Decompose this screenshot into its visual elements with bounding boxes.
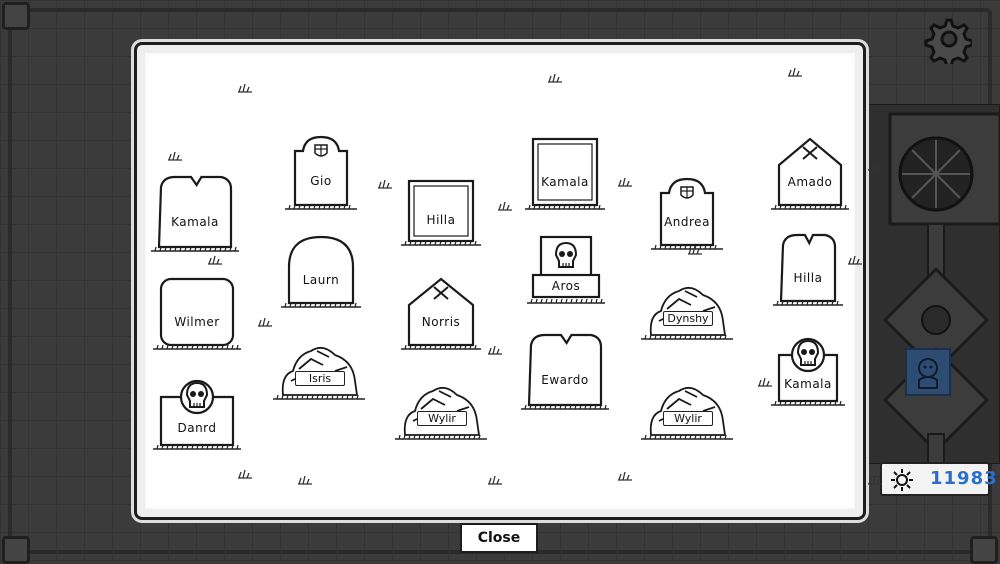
gravestone-name: Hilla [426, 213, 456, 228]
grass-tuft [848, 255, 862, 265]
gravestone-name: Gio [310, 173, 332, 188]
corner-decoration [2, 536, 30, 564]
score-value: 11983 [930, 468, 998, 489]
gravestone[interactable]: Gio [285, 133, 357, 211]
gravestone-name: Laurn [302, 272, 340, 287]
skull-icon [796, 339, 820, 366]
grass-tuft [378, 179, 392, 189]
gravestone[interactable]: Kamala [151, 173, 239, 253]
player-avatar[interactable] [905, 348, 951, 396]
gravestone-cracked-icon [151, 175, 239, 252]
gravestone-rect-icon [401, 179, 481, 246]
gravestone-name: Andrea [664, 214, 710, 229]
gravestone-name: Wylir [663, 411, 713, 426]
gravestone-name: Wylir [417, 411, 467, 426]
grass-tuft [548, 73, 562, 83]
gravestone-name: Ewardo [541, 372, 589, 387]
gravestone-name: Isris [295, 371, 345, 386]
gravestone-name: Wilmer [174, 314, 220, 329]
gravestone-shield-icon [285, 135, 357, 210]
settings-button[interactable] [922, 14, 974, 68]
grass-tuft [168, 151, 182, 161]
gravestone[interactable]: Norris [401, 275, 481, 351]
gravestone[interactable]: Ewardo [521, 331, 609, 411]
grass-tuft [788, 67, 802, 77]
gravestone-skull-icon [771, 337, 845, 406]
gravestone-cracked-icon [773, 233, 843, 306]
gravestone-skull-plaque-icon [527, 235, 605, 304]
gravestone[interactable]: Hilla [773, 231, 843, 307]
gravestone-rocks-icon [395, 386, 487, 440]
grass-tuft [868, 475, 882, 485]
gravestone[interactable]: Kamala [771, 333, 845, 407]
gravestone[interactable]: Isris [273, 337, 365, 401]
gravestone-swords-icon [401, 277, 481, 350]
grass-tuft [618, 177, 632, 187]
grass-tuft [618, 471, 632, 481]
gravestone[interactable]: Laurn [281, 233, 361, 309]
grass-tuft [298, 475, 312, 485]
gravestone-round-rect-icon [153, 277, 241, 350]
skull-icon [185, 381, 209, 408]
skull-icon [554, 241, 578, 268]
gravestone-rect-icon [525, 137, 605, 210]
gravestone-name: Dynshy [663, 311, 713, 326]
grass-tuft [258, 317, 272, 327]
gravestone-name: Kamala [541, 174, 589, 189]
grass-tuft [688, 245, 702, 255]
gravestone-round-icon [281, 235, 361, 308]
grass-tuft [498, 201, 512, 211]
gravestone-skull-icon [153, 379, 241, 450]
gravestone-swords-icon [771, 137, 849, 210]
gravestone[interactable]: Aros [527, 235, 605, 305]
gravestone-shield-icon [651, 177, 723, 250]
crypt-machine [865, 103, 1000, 465]
gravestone-cracked-icon [521, 333, 609, 410]
corner-decoration [2, 2, 30, 30]
grass-tuft [208, 255, 222, 265]
sun-icon [891, 469, 913, 491]
grass-tuft [488, 345, 502, 355]
gravestone[interactable]: Wylir [641, 377, 733, 441]
gravestone-name: Amado [787, 174, 833, 189]
gravestone[interactable]: Amado [771, 135, 849, 211]
gravestone[interactable]: Hilla [401, 177, 481, 247]
corner-decoration [970, 536, 998, 564]
gravestone-name: Hilla [793, 270, 823, 285]
ghost-icon [918, 358, 938, 389]
gravestone-name: Aros [551, 279, 581, 293]
gravestone[interactable]: Dynshy [641, 277, 733, 341]
gravestone[interactable]: Kamala [525, 135, 605, 211]
gravestone[interactable]: Wilmer [153, 275, 241, 351]
grass-tuft [758, 377, 772, 387]
gravestone[interactable]: Andrea [651, 175, 723, 251]
gravestone[interactable]: Wylir [395, 377, 487, 441]
grass-tuft [238, 469, 252, 479]
gravestone-rocks-icon [273, 346, 365, 400]
gravestone-rocks-icon [641, 386, 733, 440]
gravestone-name: Kamala [171, 214, 219, 229]
grass-tuft [868, 161, 882, 171]
gravestone-rocks-icon [641, 286, 733, 340]
close-button[interactable]: Close [460, 523, 538, 553]
score-counter: 11983 [880, 462, 997, 496]
grass-tuft [488, 475, 502, 485]
gravestone[interactable]: Danrd [153, 375, 241, 451]
gravestone-name: Kamala [784, 377, 832, 391]
gravestone-name: Danrd [177, 421, 217, 435]
grass-tuft [238, 83, 252, 93]
gravestone-name: Norris [421, 314, 461, 329]
gear-icon [924, 18, 974, 68]
